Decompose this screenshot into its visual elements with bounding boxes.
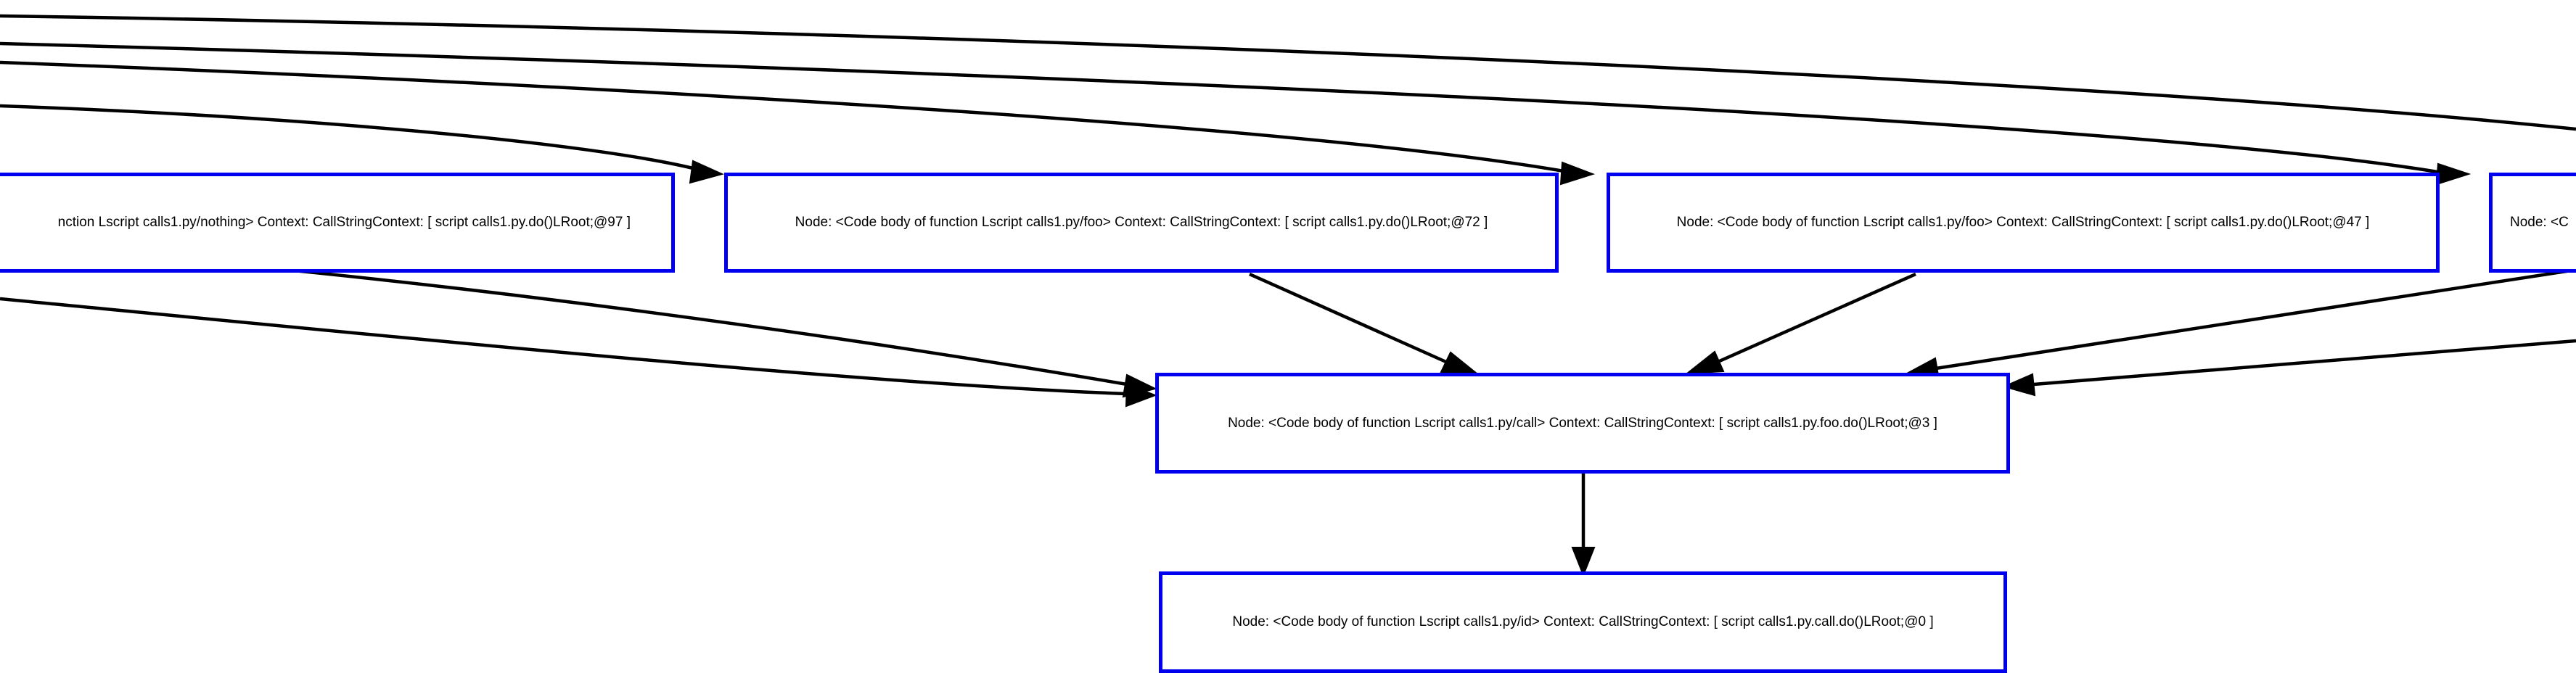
- edge-foo47-to-call3: [1715, 272, 1916, 365]
- edge-offscreen-to-partial-1: [0, 14, 2576, 131]
- node-nothing-label: nction Lscript calls1.py/nothing> Contex…: [57, 215, 631, 230]
- edge-foo72-to-call3: [1249, 272, 1448, 365]
- node-foo-47-label: Node: <Code body of function Lscript cal…: [1676, 215, 2370, 230]
- edge-arrowhead: [1125, 383, 1157, 408]
- node-nothing: nction Lscript calls1.py/nothing> Contex…: [0, 173, 675, 273]
- edge-offscreen-to-foo47: [0, 60, 1564, 173]
- edge-partial-to-call3: [1935, 268, 2576, 371]
- edge-arrowhead: [1440, 351, 1479, 375]
- edge-arrowhead: [1571, 547, 1596, 577]
- edge-arrowhead: [1684, 350, 1725, 375]
- edge-offscreen-to-call3-2: [0, 297, 1128, 396]
- node-call-3-label: Node: <Code body of function Lscript cal…: [1228, 415, 1937, 431]
- edge-arrowhead: [2435, 162, 2472, 186]
- node-call-3: Node: <Code body of function Lscript cal…: [1155, 373, 2010, 474]
- node-partial: Node: <C: [2489, 173, 2576, 273]
- edge-arrowhead: [1559, 161, 1596, 186]
- edge-arrowhead: [689, 160, 724, 184]
- node-id-0: Node: <Code body of function Lscript cal…: [1159, 571, 2007, 673]
- node-foo-47: Node: <Code body of function Lscript cal…: [1607, 173, 2440, 273]
- edge-arrowhead: [2002, 373, 2036, 397]
- node-id-0-label: Node: <Code body of function Lscript cal…: [1232, 614, 1934, 629]
- edge-offscreen-to-call3-3: [2033, 339, 2576, 387]
- edge-offscreen-to-foo72: [0, 104, 694, 170]
- edge-offscreen-to-partial-2: [0, 41, 2442, 175]
- node-foo-72-label: Node: <Code body of function Lscript cal…: [795, 215, 1488, 230]
- node-partial-label: Node: <C: [2510, 215, 2569, 230]
- node-foo-72: Node: <Code body of function Lscript cal…: [724, 173, 1559, 273]
